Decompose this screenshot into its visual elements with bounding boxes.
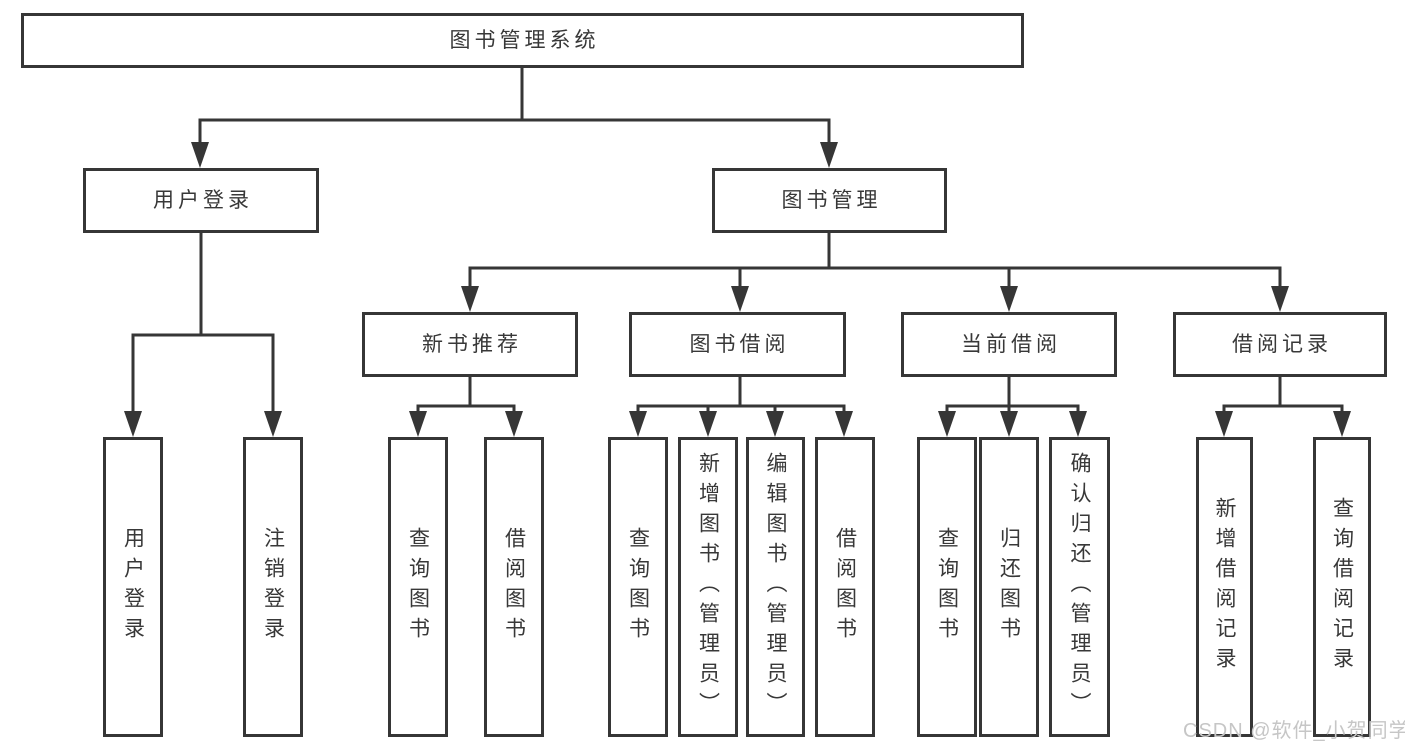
- node-book-borrow: 图书借阅: [629, 312, 846, 377]
- node-user-login: 用户登录: [83, 168, 319, 233]
- leaf-logout-label: 注销登录: [261, 527, 285, 647]
- node-new-book-recommend-label: 新书推荐: [422, 332, 522, 356]
- leaf-add-book-admin-label: 新增图书（管理员）: [696, 452, 720, 722]
- leaf-borrow-books: 借阅图书: [815, 437, 875, 737]
- node-book-management: 图书管理: [712, 168, 947, 233]
- leaf-add-borrow-record-label: 新增借阅记录: [1213, 497, 1236, 677]
- leaf-query-books-recommend: 查询图书: [388, 437, 448, 737]
- leaf-borrow-books-recommend-label: 借阅图书: [502, 527, 526, 647]
- leaf-query-books-borrow: 查询图书: [608, 437, 668, 737]
- node-root-library-system: 图书管理系统: [21, 13, 1024, 68]
- leaf-borrow-books-recommend: 借阅图书: [484, 437, 544, 737]
- leaf-query-borrow-record: 查询借阅记录: [1313, 437, 1371, 737]
- leaf-user-login-label: 用户登录: [121, 527, 145, 647]
- leaf-logout: 注销登录: [243, 437, 303, 737]
- node-root-label: 图书管理系统: [449, 28, 600, 52]
- leaf-add-borrow-record: 新增借阅记录: [1196, 437, 1253, 737]
- leaf-query-books-current: 查询图书: [917, 437, 977, 737]
- node-current-borrow-label: 当前借阅: [961, 332, 1061, 356]
- leaf-query-books-borrow-label: 查询图书: [626, 527, 650, 647]
- arrowheads: [124, 142, 1351, 437]
- node-borrow-records: 借阅记录: [1173, 312, 1387, 377]
- node-user-login-label: 用户登录: [153, 188, 253, 212]
- node-book-management-label: 图书管理: [781, 188, 882, 212]
- leaf-return-book-label: 归还图书: [997, 527, 1021, 647]
- node-new-book-recommend: 新书推荐: [362, 312, 578, 377]
- leaf-query-books-current-label: 查询图书: [935, 527, 959, 647]
- node-current-borrow: 当前借阅: [901, 312, 1117, 377]
- leaf-add-book-admin: 新增图书（管理员）: [678, 437, 738, 737]
- leaf-edit-book-admin: 编辑图书（管理员）: [746, 437, 805, 737]
- watermark-text: CSDN @软件_小贺同学: [1183, 720, 1405, 742]
- leaf-confirm-return-admin: 确认归还（管理员）: [1049, 437, 1110, 737]
- leaf-query-borrow-record-label: 查询借阅记录: [1330, 497, 1354, 677]
- leaf-confirm-return-admin-label: 确认归还（管理员）: [1068, 452, 1091, 722]
- leaf-edit-book-admin-label: 编辑图书（管理员）: [764, 452, 787, 722]
- leaf-borrow-books-label: 借阅图书: [833, 527, 857, 647]
- leaf-query-books-recommend-label: 查询图书: [406, 527, 430, 647]
- node-borrow-records-label: 借阅记录: [1232, 332, 1332, 356]
- leaf-user-login: 用户登录: [103, 437, 163, 737]
- node-book-borrow-label: 图书借阅: [689, 332, 790, 356]
- leaf-return-book: 归还图书: [979, 437, 1039, 737]
